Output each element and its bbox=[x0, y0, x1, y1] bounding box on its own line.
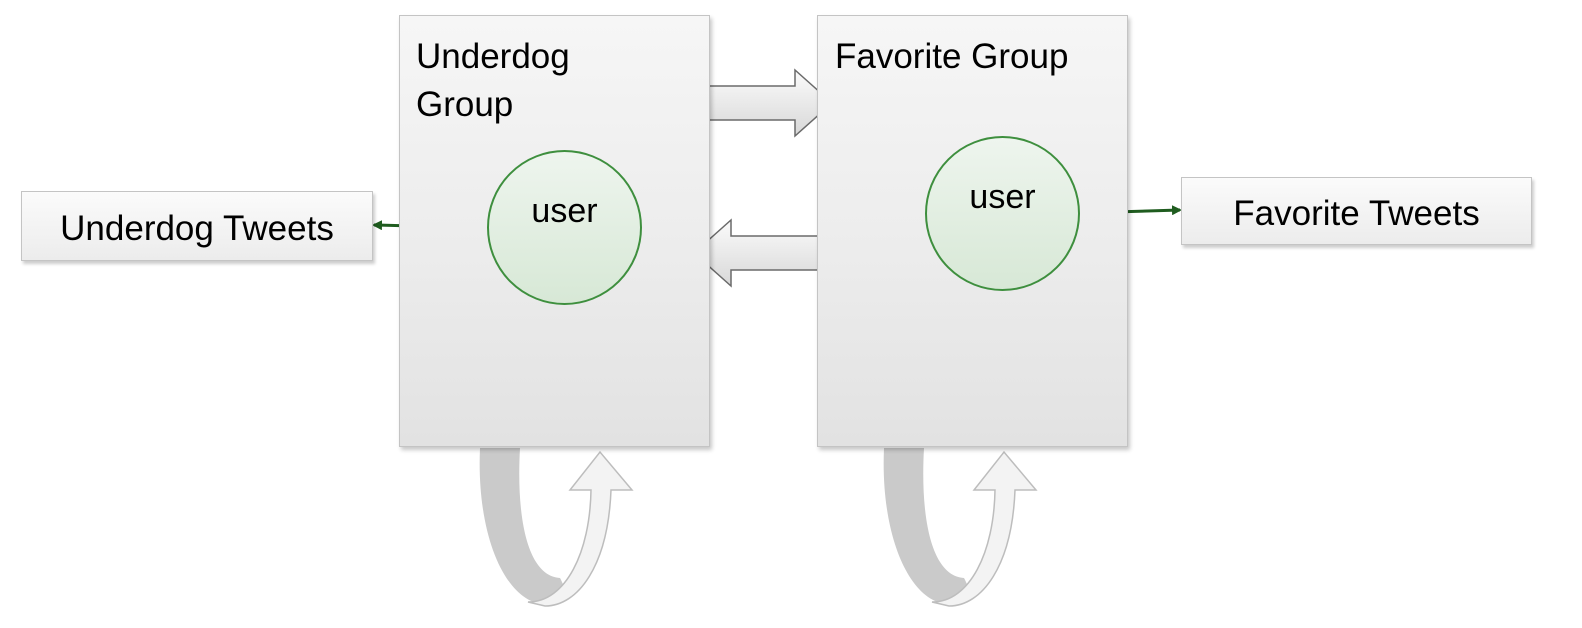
favorite-user-node: user bbox=[925, 136, 1080, 291]
favorite-tweets-box: Favorite Tweets bbox=[1181, 177, 1532, 245]
favorite-group-title: Favorite Group bbox=[835, 37, 1069, 76]
favorite-user-label: user bbox=[969, 178, 1036, 216]
underdog-tweets-box: Underdog Tweets bbox=[21, 191, 373, 261]
favorite-self-loop-arrow bbox=[883, 448, 1038, 607]
underdog-group-title: Underdog Group bbox=[416, 37, 570, 124]
transition-arrow-to-underdog bbox=[692, 218, 819, 288]
underdog-user-node: user bbox=[487, 150, 642, 305]
underdog-user-label: user bbox=[531, 192, 598, 230]
transition-arrow-to-favorite bbox=[708, 68, 834, 138]
underdog-self-loop-arrow bbox=[479, 448, 634, 607]
